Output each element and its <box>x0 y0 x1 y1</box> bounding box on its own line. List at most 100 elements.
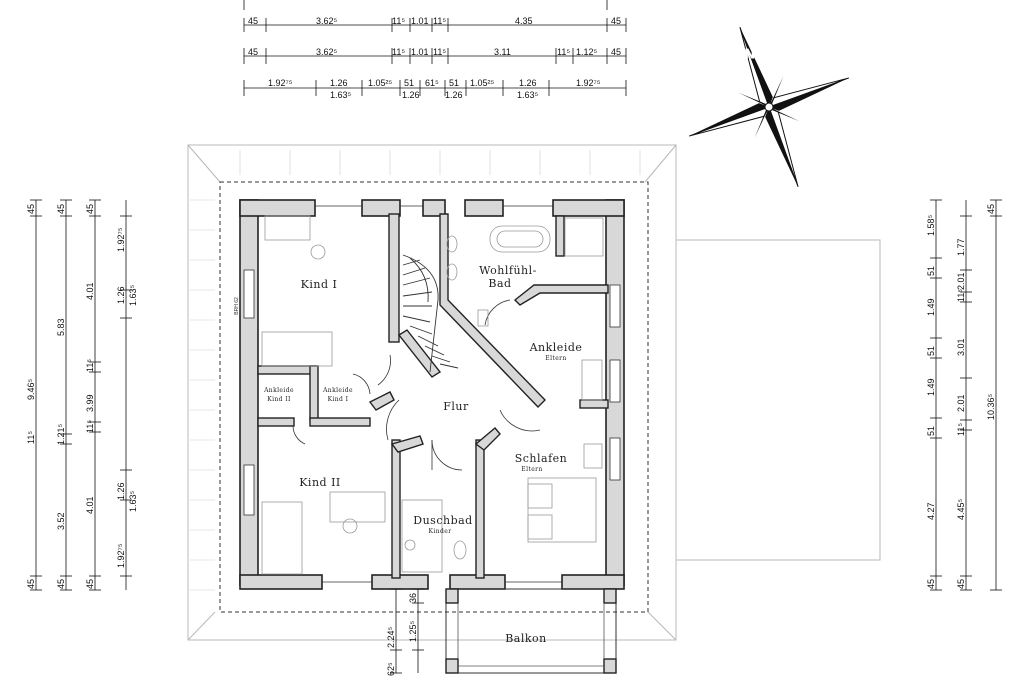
dim-right2-0: 1.77 <box>956 238 966 256</box>
dimension-texts: 45 3.62⁵ 11⁵ 1.01 11⁵ 4.35 45 45 3.62⁵ 1… <box>26 16 996 676</box>
door-swings <box>292 299 541 471</box>
dim-left3-2: 11⁵ <box>85 359 95 372</box>
dim-right2-5: 11⁵ <box>956 423 966 436</box>
dim-left4u-0: 1.92⁷⁵ <box>116 227 126 252</box>
dim-right2-3: 3.01 <box>956 338 966 356</box>
dim-top2-7: 1.12⁵ <box>576 47 598 57</box>
dim-right2-4: 2.01 <box>956 394 966 412</box>
dim-right1-7: 45 <box>926 579 936 589</box>
dim-top3u-2: 1.05²⁵ <box>368 78 393 88</box>
room-schlafen-sub: Eltern <box>521 466 542 473</box>
balcony <box>445 588 617 674</box>
room-flur: Flur <box>443 400 469 413</box>
dim-top1-3: 1.01 <box>411 16 429 26</box>
dim-left1-1: 9.46⁵ <box>26 378 36 400</box>
dim-left3-0: 45 <box>85 204 95 214</box>
dim-left4l-0: 1.63⁵ <box>128 284 138 306</box>
dim-balcony1-1: 62⁵ <box>386 662 396 676</box>
dim-right1-2: 1.49 <box>926 298 936 316</box>
dim-top3u-5: 51 <box>449 78 459 88</box>
dim-top1-1: 3.62⁵ <box>316 16 338 26</box>
room-duschbad: Duschbad <box>413 514 472 527</box>
dim-top3u-8: 1.92⁷⁵ <box>576 78 601 88</box>
dim-right2-7: 45 <box>956 579 966 589</box>
dim-top2-4: 11⁵ <box>433 47 446 57</box>
room-wohlfuehlbad-l1: Wohlfühl- <box>479 264 537 277</box>
dim-right2-6: 4.45⁵ <box>956 498 966 520</box>
dim-top2-5: 3.11 <box>494 47 511 57</box>
dim-top3u-7: 1.26 <box>519 78 537 88</box>
room-ankleide-kind-2-l1: Ankleide <box>263 387 294 394</box>
roof-hatch <box>190 150 641 591</box>
room-schlafen: Schlafen <box>515 452 568 465</box>
dim-left4u-2: 1.26 <box>116 482 126 500</box>
dim-top3u-0: 1.92⁷⁵ <box>268 78 293 88</box>
dim-top3l-0: 1.63⁵ <box>330 90 352 100</box>
dim-top3u-3: 51 <box>404 78 414 88</box>
dim-left1-2: 11⁵ <box>26 431 36 444</box>
room-balkon: Balkon <box>505 632 547 645</box>
dim-left3-4: 11⁵ <box>85 420 95 433</box>
staircase <box>402 254 459 373</box>
dim-balcony2-0: 36 <box>408 593 418 603</box>
room-kind-2: Kind II <box>299 476 341 489</box>
dim-top2-1: 3.62⁵ <box>316 47 338 57</box>
room-ankleide-kind-1-l2: Kind I <box>328 396 349 403</box>
dim-top2-3: 1.01 <box>411 47 429 57</box>
dim-top2-6: 11⁵ <box>557 47 570 57</box>
dim-left4u-3: 1.92⁷⁵ <box>116 543 126 568</box>
dim-balcony2-1: 1.25⁵ <box>408 620 418 642</box>
fixtures <box>261 215 604 575</box>
room-ankleide-kind-1-l1: Ankleide <box>322 387 353 394</box>
compass-rose-icon: N <box>688 26 850 188</box>
room-ankleide-eltern: Ankleide <box>529 341 583 354</box>
compass-north-label: N <box>744 47 755 62</box>
dim-left1-0: 45 <box>26 204 36 214</box>
dim-top3u-6: 1.05²⁵ <box>470 78 495 88</box>
dim-left3-3: 3.99 <box>85 394 95 412</box>
interior-walls <box>257 213 609 579</box>
dim-top3l-3: 1.63⁵ <box>517 90 539 100</box>
dim-left3-6: 45 <box>85 579 95 589</box>
dim-top1-2: 11⁵ <box>392 16 405 26</box>
dim-left1-3: 45 <box>26 579 36 589</box>
dim-top3u-4: 61⁵ <box>425 78 439 88</box>
dim-right2-1: 2.01 <box>956 272 966 290</box>
room-duschbad-sub: Kinder <box>429 528 452 535</box>
dim-left3-1: 4.01 <box>85 282 95 300</box>
dim-left4u-1: 1.26 <box>116 286 126 304</box>
dim-left2-0: 45 <box>56 204 66 214</box>
dim-balcony1-0: 2.24⁵ <box>386 626 396 648</box>
dim-top1-6: 45 <box>611 16 621 26</box>
dim-top2-0: 45 <box>248 47 258 57</box>
dim-top3l-2: 1.26 <box>445 90 463 100</box>
dim-right3-1: 10.36⁵ <box>986 393 996 420</box>
room-ankleide-eltern-sub: Eltern <box>545 355 566 362</box>
dim-right1-6: 4.27 <box>926 502 936 520</box>
eave-line <box>219 181 649 613</box>
dim-right1-4: 1.49 <box>926 378 936 396</box>
dim-top1-5: 4.35 <box>515 16 533 26</box>
dim-top3l-1: 1.26 <box>402 90 420 100</box>
room-ankleide-kind-2-l2: Kind II <box>267 396 291 403</box>
dim-right2-2: 11⁵ <box>956 289 966 302</box>
dimension-lines <box>30 0 1002 674</box>
dim-left4l-1: 1.63⁵ <box>128 490 138 512</box>
dim-left2-2: 1.21⁵ <box>56 423 66 445</box>
dim-left2-3: 3.52 <box>56 512 66 530</box>
dim-right3-0: 45 <box>986 204 996 214</box>
dim-left2-4: 45 <box>56 579 66 589</box>
dim-top2-8: 45 <box>611 47 621 57</box>
dim-top2-2: 11⁵ <box>392 47 405 57</box>
window-note: BRH 62 <box>234 297 240 315</box>
dim-left2-1: 5.83 <box>56 318 66 336</box>
dim-left3-5: 4.01 <box>85 496 95 514</box>
windows <box>243 205 621 583</box>
dim-right1-1: 51 <box>926 266 936 276</box>
dim-top1-0: 45 <box>248 16 258 26</box>
roof-outline <box>187 144 881 641</box>
dim-top3u-1: 1.26 <box>330 78 348 88</box>
dim-right1-0: 1.58⁵ <box>926 214 936 236</box>
dim-top1-4: 11⁵ <box>433 16 446 26</box>
